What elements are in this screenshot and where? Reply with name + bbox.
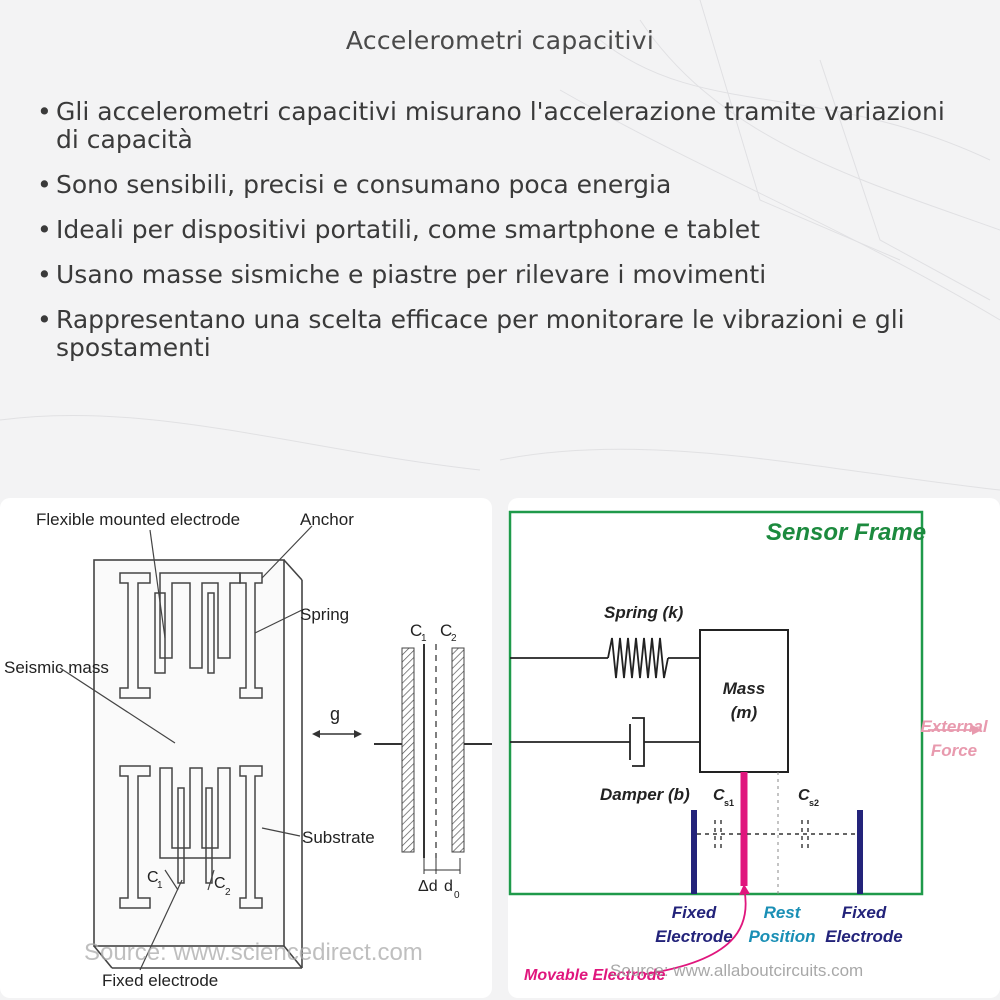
label-cs1-sub: s1 xyxy=(724,798,734,808)
label-d0: d xyxy=(444,878,453,895)
label-cs1: C xyxy=(713,787,725,804)
slide-title: Accelerometri capacitivi xyxy=(345,26,655,55)
sensor-frame xyxy=(508,510,924,896)
label-cs2: C xyxy=(798,787,810,804)
label-fixed-right-2: Electrode xyxy=(825,927,902,946)
label-plate-c1-sub: 1 xyxy=(421,633,427,644)
movable-electrode-arrow xyxy=(645,887,747,975)
label-sensor-frame: Sensor Frame xyxy=(766,519,926,546)
g-arrow: g xyxy=(312,704,362,738)
source-watermark-left: Source: www.sciencedirect.com xyxy=(84,939,423,966)
structure-svg: Flexible mounted electrode Anchor Spring… xyxy=(4,510,492,990)
label-flexible-electrode: Flexible mounted electrode xyxy=(36,510,240,529)
label-fixed-left-1: Fixed xyxy=(672,903,717,922)
lower-comb xyxy=(119,765,263,909)
label-fixed-right-1: Fixed xyxy=(842,903,887,922)
label-delta-d: Δd xyxy=(418,878,438,895)
svg-text:g: g xyxy=(330,704,340,724)
label-fixed-left-2: Electrode xyxy=(655,927,732,946)
label-substrate: Substrate xyxy=(302,828,375,847)
label-d0-sub: 0 xyxy=(454,890,460,901)
bullet-item: Usano masse sismiche e piastre per rilev… xyxy=(36,261,966,290)
upper-comb xyxy=(119,572,263,699)
substrate-block xyxy=(93,559,303,969)
label-damper-b: Damper (b) xyxy=(600,785,690,804)
capacitance-links xyxy=(697,820,857,848)
label-force: Force xyxy=(931,741,977,760)
label-plate-c2: C xyxy=(440,621,452,640)
label-c1-sub: 1 xyxy=(157,880,163,891)
label-seismic-mass: Seismic mass xyxy=(4,658,109,677)
capacitive-structure-diagram: Flexible mounted electrode Anchor Spring… xyxy=(0,498,492,998)
sensor-svg: Sensor Frame Spring (k) Damper (b) Mass … xyxy=(508,510,989,984)
label-rest-1: Rest xyxy=(764,903,802,922)
label-c2: C xyxy=(214,875,226,892)
spring-element xyxy=(510,637,700,679)
source-watermark-right: Source: www.allaboutcircuits.com xyxy=(610,961,863,980)
label-cs2-sub: s2 xyxy=(809,798,819,808)
label-spring: Spring xyxy=(300,605,349,624)
label-plate-c1: C xyxy=(410,621,422,640)
label-fixed-electrode: Fixed electrode xyxy=(102,971,218,990)
capacitor-plates xyxy=(374,644,492,874)
label-movable-electrode: Movable Electrode xyxy=(524,967,665,984)
label-mass-m: (m) xyxy=(731,703,758,722)
external-force-arrow xyxy=(928,725,982,735)
bullet-item: Ideali per dispositivi portatili, come s… xyxy=(36,216,966,245)
label-c1: C xyxy=(147,869,159,886)
sensor-model-diagram: Sensor Frame Spring (k) Damper (b) Mass … xyxy=(508,498,1000,998)
mass-block xyxy=(699,629,789,773)
label-plate-c2-sub: 2 xyxy=(451,633,457,644)
bullet-item: Rappresentano una scelta efficace per mo… xyxy=(36,306,966,362)
damper-element xyxy=(510,717,700,767)
bullet-list: Gli accelerometri capacitivi misurano l'… xyxy=(36,98,966,379)
label-rest-2: Position xyxy=(748,927,815,946)
label-anchor: Anchor xyxy=(300,510,354,529)
label-external: External xyxy=(920,717,988,736)
movable-electrode-arrowhead xyxy=(739,884,750,895)
bullet-item: Sono sensibili, precisi e consumano poca… xyxy=(36,171,966,200)
label-mass: Mass xyxy=(723,679,766,698)
label-c2-sub: 2 xyxy=(225,887,231,898)
label-spring-k: Spring (k) xyxy=(604,603,684,622)
bullet-item: Gli accelerometri capacitivi misurano l'… xyxy=(36,98,966,154)
